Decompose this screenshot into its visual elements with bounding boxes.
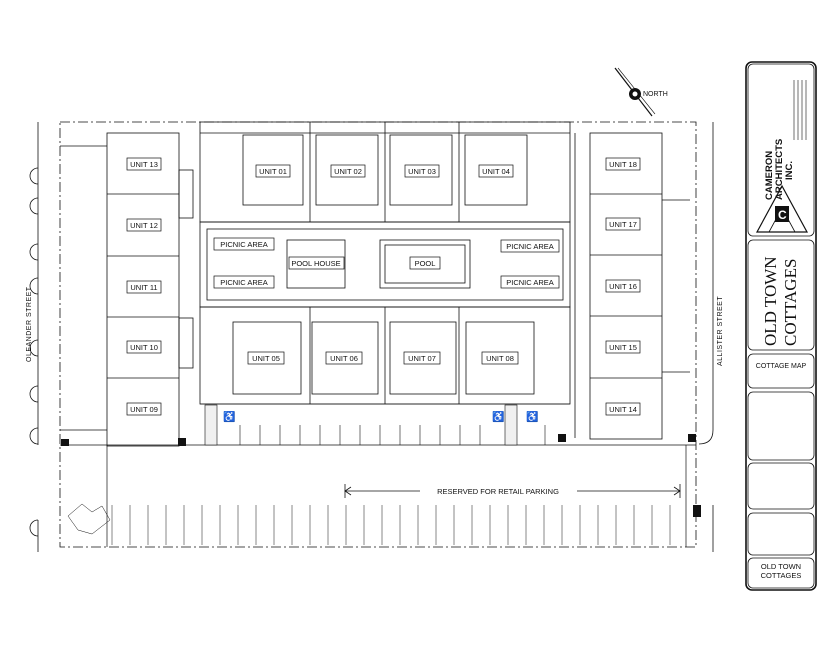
accessible-parking-icon: ♿ — [223, 410, 235, 423]
unit-09-label: UNIT 09 — [130, 405, 158, 414]
unit-13-label: UNIT 13 — [130, 160, 158, 169]
retail-parking-lot — [67, 503, 671, 545]
unit-12-label: UNIT 12 — [130, 221, 158, 230]
firm-name-line2: ARCHITECTS — [774, 139, 785, 200]
pool-label: POOL — [415, 259, 436, 268]
firm-logo: C — [775, 80, 807, 222]
unit-16-label: UNIT 16 — [609, 282, 637, 291]
oleander-street — [29, 122, 39, 552]
unit-03-label: UNIT 03 — [408, 167, 436, 176]
courtyard — [199, 221, 571, 308]
unit-10-label: UNIT 10 — [130, 343, 158, 352]
retail-parking-label: RESERVED FOR RETAIL PARKING — [437, 487, 559, 496]
pool — [379, 239, 471, 289]
retail-parking-dimension — [344, 484, 681, 498]
picnic-area-label: PICNIC AREA — [220, 240, 268, 249]
pool-house-label: POOL HOUSE — [291, 259, 340, 268]
right-unit-column — [574, 132, 690, 440]
footer-title-line1: OLD TOWN — [761, 562, 801, 571]
picnic-area-label: PICNIC AREA — [506, 242, 554, 251]
accessible-parking-icon: ♿ — [526, 410, 538, 423]
picnic-area-label: PICNIC AREA — [506, 278, 554, 287]
allister-street — [698, 122, 714, 552]
north-label: NORTH — [643, 91, 668, 98]
unit-02-label: UNIT 02 — [334, 167, 362, 176]
unit-06-label: UNIT 06 — [330, 354, 358, 363]
sheet-title: COTTAGE MAP — [756, 363, 807, 370]
accessible-parking-icon: ♿ — [492, 410, 504, 423]
front-parking-row — [200, 403, 570, 446]
street-label-left: OLEANDER STREET — [26, 286, 33, 362]
unit-08-label: UNIT 08 — [486, 354, 514, 363]
corner-posts — [61, 434, 701, 517]
picnic-area-label: PICNIC AREA — [220, 278, 268, 287]
unit-01-label: UNIT 01 — [259, 167, 287, 176]
unit-15-label: UNIT 15 — [609, 343, 637, 352]
title-block — [745, 61, 817, 591]
unit-11-label: UNIT 11 — [130, 283, 157, 292]
top-unit-row — [199, 121, 571, 223]
left-unit-column — [60, 132, 194, 447]
unit-17-label: UNIT 17 — [609, 220, 637, 229]
property-line — [59, 121, 697, 548]
project-title-line2: COTTAGES — [781, 259, 800, 346]
pool-house-building — [286, 239, 346, 289]
svg-text:C: C — [778, 208, 787, 222]
footer-title-line2: COTTAGES — [761, 571, 802, 580]
firm-name-line3: INC. — [784, 161, 795, 180]
project-title-line1: OLD TOWN — [761, 256, 780, 346]
north-arrow: NORTH — [614, 67, 668, 117]
street-label-right: ALLISTER STREET — [717, 296, 724, 366]
firm-name-line1: CAMERON — [764, 151, 775, 200]
unit-07-label: UNIT 07 — [408, 354, 436, 363]
unit-18-label: UNIT 18 — [609, 160, 637, 169]
unit-05-label: UNIT 05 — [252, 354, 280, 363]
unit-14-label: UNIT 14 — [609, 405, 637, 414]
unit-04-label: UNIT 04 — [482, 167, 510, 176]
